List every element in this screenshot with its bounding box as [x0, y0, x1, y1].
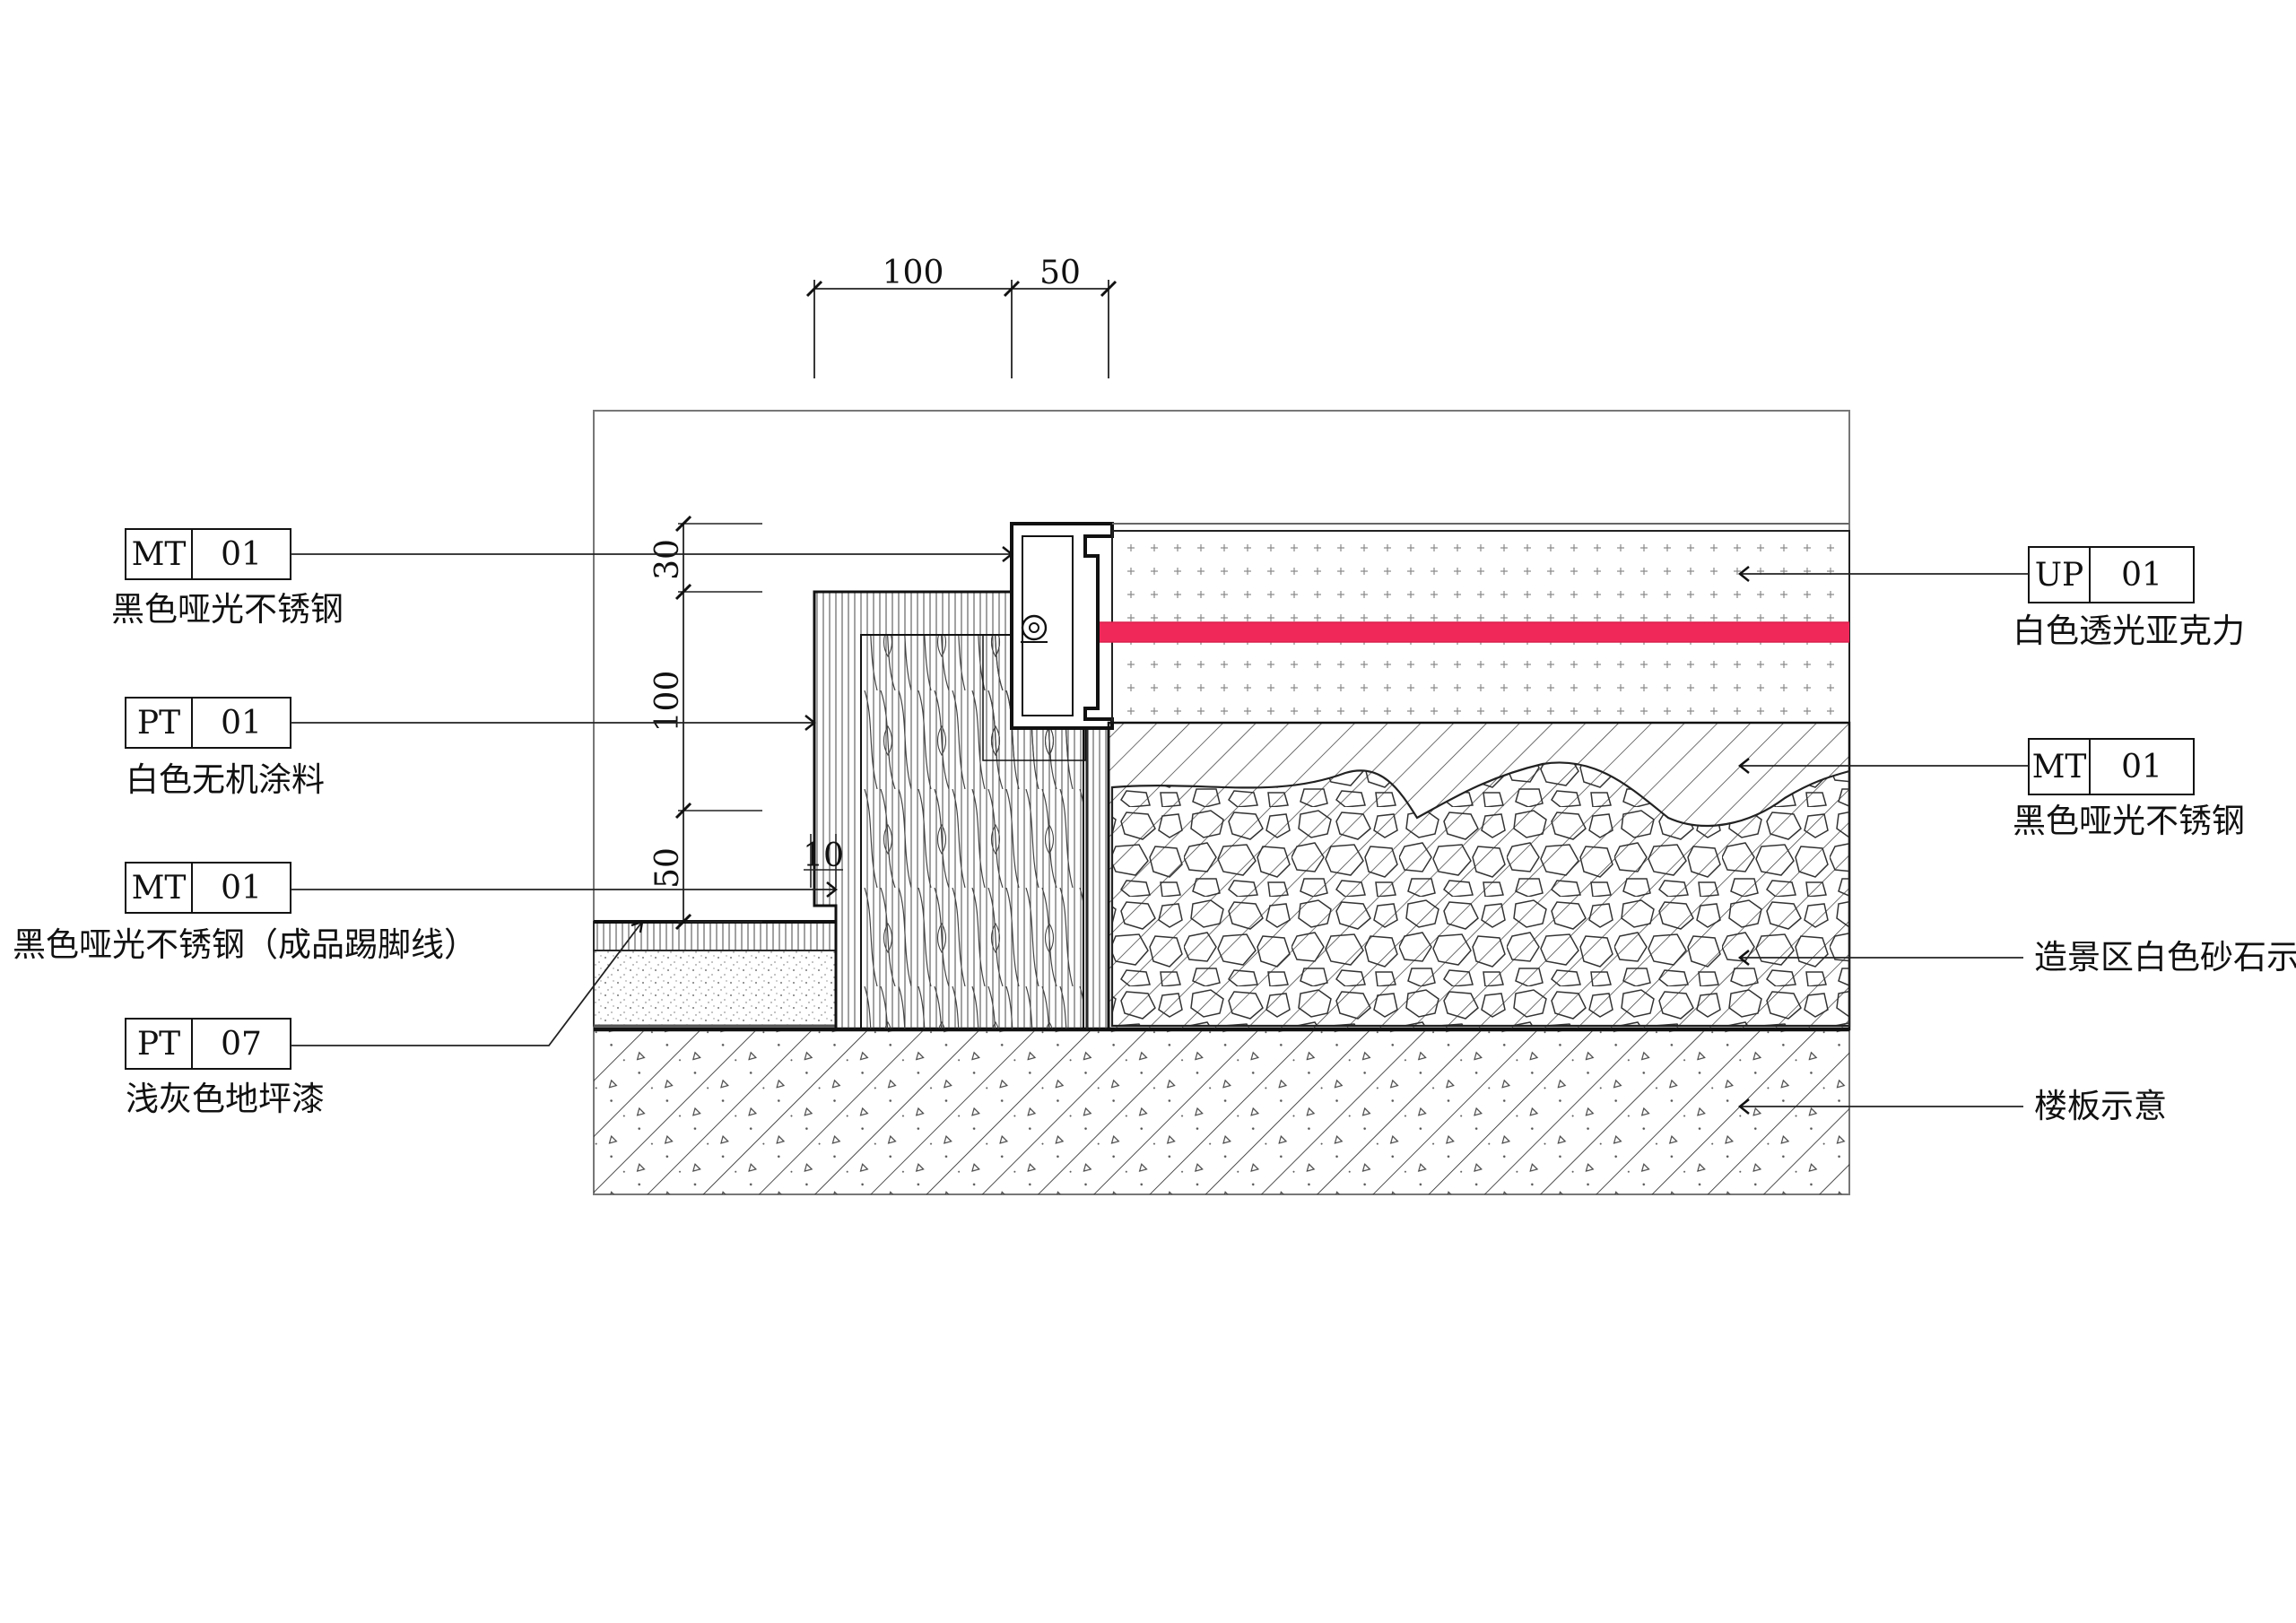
leader-line — [291, 921, 643, 1046]
callout-code: MT — [2032, 749, 2087, 785]
dim-side-30: 30 — [649, 539, 686, 580]
leader-arrow-icon — [1737, 950, 1750, 966]
wall-side-strip — [1083, 725, 1109, 1030]
callout-left-2: PT 01 白色无机涂料 — [125, 697, 817, 799]
led-fixture-icon — [1021, 614, 1048, 641]
callout-label: 黑色哑光不锈钢（成品踢脚线） — [13, 925, 477, 964]
leader-arrow-icon — [826, 881, 839, 898]
callout-code: MT — [132, 536, 187, 573]
dim-side-10: 10 — [803, 838, 844, 874]
callout-label: 浅灰色地坪漆 — [126, 1080, 325, 1118]
dim-top-100: 100 — [883, 255, 944, 291]
leader-arrow-icon — [1002, 546, 1014, 562]
callout-num: 01 — [221, 870, 262, 907]
callout-right-1: UP 01 白色透光亚克力 — [1737, 546, 2245, 650]
callout-tag-box — [125, 1018, 291, 1070]
callout-tag-box — [2028, 546, 2195, 603]
callout-label: 黑色哑光不锈钢 — [111, 590, 344, 629]
callout-left-1: MT 01 黑色哑光不锈钢 — [111, 528, 1014, 629]
callout-label: 白色无机涂料 — [126, 760, 325, 799]
floor-slab — [594, 1029, 1849, 1194]
dim-top-50: 50 — [1039, 255, 1081, 291]
side-dimension: 30 100 50 10 — [649, 515, 844, 931]
leader-arrow-icon — [631, 920, 644, 933]
leader-arrow-icon — [1737, 566, 1750, 582]
leader-arrow-icon — [1737, 1098, 1750, 1115]
steel-channel-inner — [1022, 535, 1074, 716]
callout-left-3: MT 01 黑色哑光不锈钢（成品踢脚线） — [13, 862, 839, 964]
note-label: 楼板示意 — [2034, 1087, 2167, 1125]
callout-num: 01 — [221, 705, 262, 742]
callout-left-4: PT 07 浅灰色地坪漆 — [125, 920, 644, 1118]
dim-side-50: 50 — [649, 847, 686, 889]
top-dimension: 100 50 — [805, 255, 1118, 378]
skirting-strip — [593, 921, 837, 951]
note-label: 造景区白色砂石示意 — [2034, 938, 2296, 976]
floor-paint-layer — [593, 950, 837, 1027]
callout-code: MT — [132, 870, 187, 907]
gravel-fill — [1110, 761, 1851, 1028]
callout-right-2: MT 01 黑色哑光不锈钢 — [1737, 738, 2245, 840]
callout-tag-box — [125, 862, 291, 914]
note-right-slab: 楼板示意 — [1737, 1087, 2167, 1125]
callout-num: 07 — [221, 1026, 262, 1063]
callout-code: UP — [2035, 557, 2084, 594]
callout-code: PT — [137, 1026, 180, 1063]
note-right-gravel: 造景区白色砂石示意 — [1737, 938, 2296, 976]
dim-side-100: 100 — [649, 671, 686, 733]
leader-arrow-icon — [1737, 758, 1750, 774]
callout-label: 白色透光亚克力 — [2013, 612, 2245, 650]
callout-num: 01 — [2121, 557, 2162, 594]
callout-code: PT — [137, 705, 180, 742]
callout-label: 黑色哑光不锈钢 — [2013, 802, 2245, 840]
leader-arrow-icon — [804, 715, 817, 731]
callout-tag-box — [2028, 738, 2195, 795]
led-fixture-inner — [1029, 622, 1039, 633]
callout-num: 01 — [221, 536, 262, 573]
led-light-strip — [1100, 622, 1849, 642]
callout-num: 01 — [2121, 749, 2162, 785]
